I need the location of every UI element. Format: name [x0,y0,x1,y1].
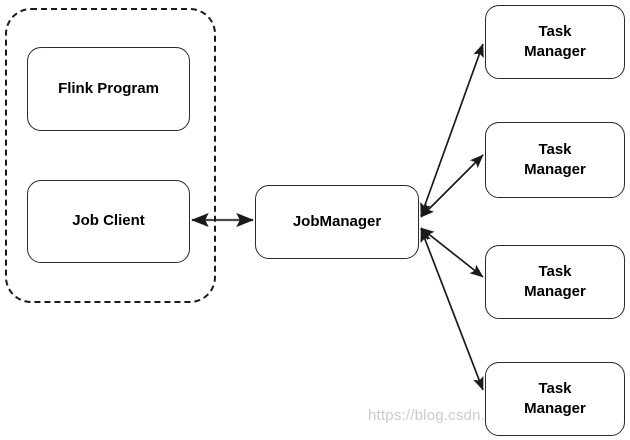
node-job-manager-label: JobManager [292,212,382,230]
node-task-manager-3-label: Task Manager [524,262,586,300]
node-task-manager-4[interactable]: Task Manager [485,362,625,436]
node-job-client-label: Job Client [72,212,145,230]
node-task-manager-3[interactable]: Task Manager [485,245,625,319]
client-boundary-dashed-region [5,8,216,303]
node-job-client[interactable]: Job Client [27,180,190,263]
node-flink-program-label: Flink Program [58,79,159,97]
node-task-manager-4-label: Task Manager [524,379,586,417]
node-task-manager-1[interactable]: Task Manager [485,5,625,79]
node-task-manager-2-label: Task Manager [524,140,586,178]
node-task-manager-1-label: Task Manager [524,22,586,60]
edge-jobmanager-taskmanager-4 [420,228,484,391]
edge-jobmanager-taskmanager-1 [420,43,484,217]
edge-jobmanager-taskmanager-2 [420,154,484,218]
node-task-manager-2[interactable]: Task Manager [485,122,625,198]
node-flink-program[interactable]: Flink Program [27,47,190,131]
node-job-manager[interactable]: JobManager [255,185,419,259]
